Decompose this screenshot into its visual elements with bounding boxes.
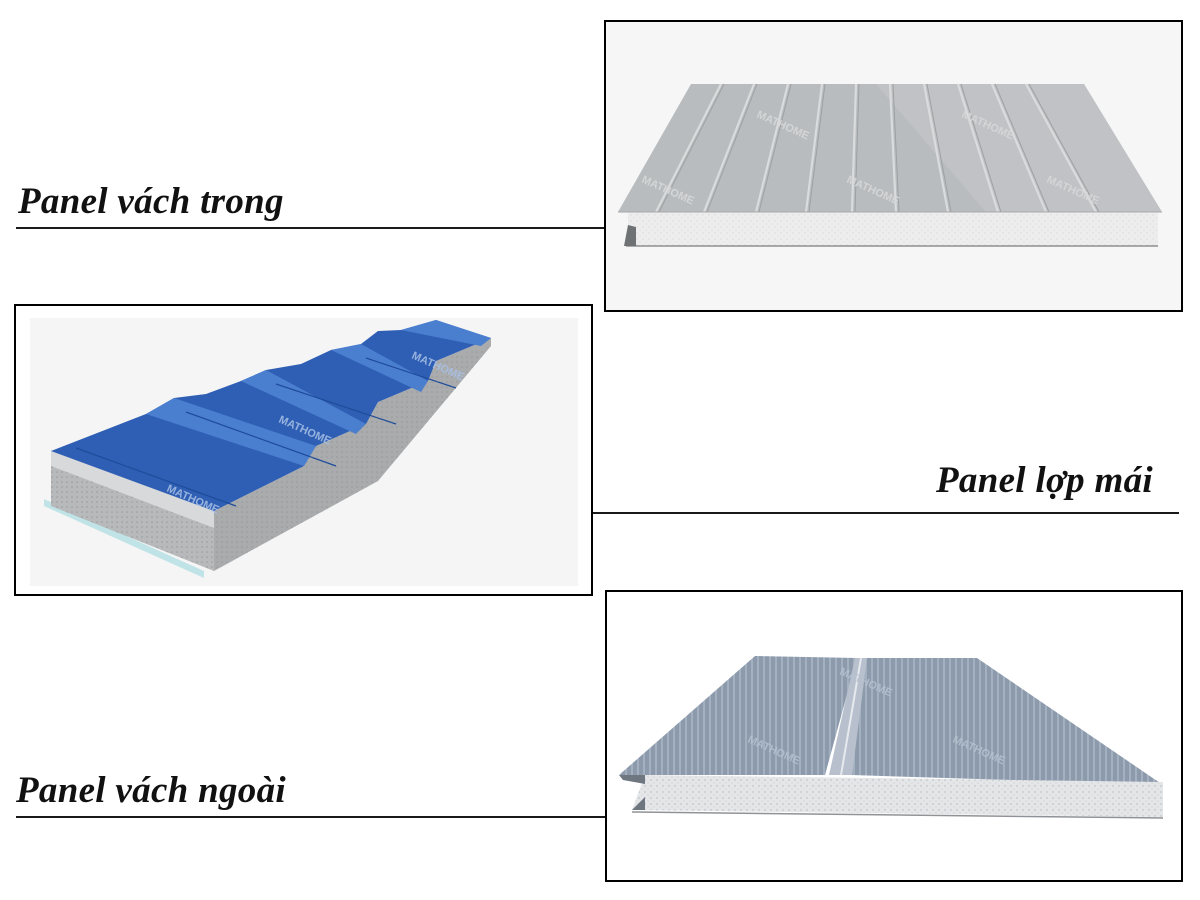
image-panel-vach-ngoai: MATHOME MATHOME MATHOME [605, 590, 1183, 882]
caption-underline [16, 227, 604, 229]
caption-panel-lop-mai: Panel lợp mái [936, 460, 1153, 501]
image-panel-vach-trong: MATHOME MATHOME MATHOME MATHOME MATHOME [604, 20, 1183, 312]
caption-panel-vach-trong: Panel vách trong [18, 181, 284, 222]
caption-panel-vach-ngoai: Panel vách ngoài [16, 770, 286, 811]
caption-underline [593, 512, 1179, 514]
panel-lop-mai-illustration: MATHOME MATHOME MATHOME [16, 306, 591, 594]
panel-vach-ngoai-illustration: MATHOME MATHOME MATHOME [607, 592, 1181, 880]
caption-underline [16, 816, 605, 818]
panel-vach-trong-illustration: MATHOME MATHOME MATHOME MATHOME MATHOME [606, 22, 1181, 310]
image-panel-lop-mai: MATHOME MATHOME MATHOME [14, 304, 593, 596]
